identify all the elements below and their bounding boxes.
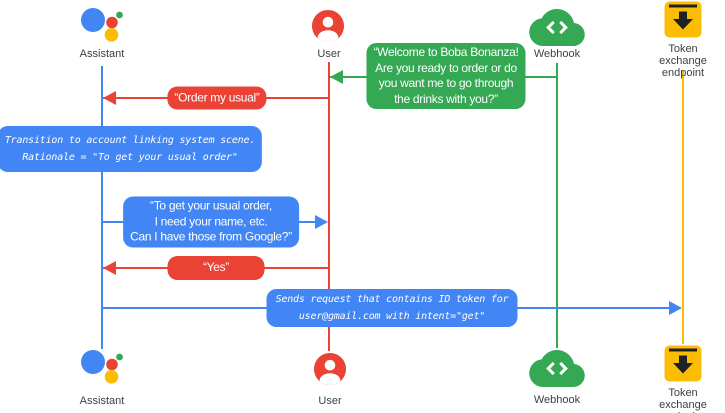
transition-note-box: Transition to account linking system sce…	[0, 126, 263, 172]
token-endpoint-lifeline	[682, 70, 684, 344]
welcome-arrowhead	[330, 70, 343, 84]
order-arrowhead	[103, 91, 116, 105]
user-icon-bottom	[313, 352, 347, 386]
user-label-bottom: User	[318, 395, 342, 407]
webhook-cloud-icon-top	[529, 8, 585, 46]
token-endpoint-icon-bottom	[664, 345, 702, 382]
webhook-lifeline	[556, 63, 558, 348]
yes-speech-bubble: “Yes”	[167, 256, 265, 280]
token-endpoint-icon-top	[664, 1, 702, 38]
token-endpoint-label-top: Token exchange endpoint	[659, 43, 707, 79]
assistant-icon-top	[80, 8, 124, 42]
webhook-cloud-icon-bottom	[529, 350, 585, 387]
sends-request-arrowhead	[669, 301, 682, 315]
webhook-label-bottom: Webhook	[533, 394, 581, 406]
webhook-label-top: Webhook	[533, 48, 581, 60]
assistant-label-bottom: Assistant	[79, 395, 125, 407]
welcome-speech-bubble: “Welcome to Boba Bonanza! Are you ready …	[366, 43, 526, 109]
sends-request-note-box: Sends request that contains ID token for…	[266, 289, 518, 327]
assistant-icon-bottom	[80, 350, 124, 384]
assistant-lifeline	[101, 66, 103, 349]
order-speech-bubble: “Order my usual”	[167, 86, 267, 110]
ask-arrowhead	[315, 215, 328, 229]
yes-arrowhead	[103, 261, 116, 275]
ask-speech-bubble: “To get your usual order, I need your na…	[123, 196, 299, 248]
assistant-label-top: Assistant	[79, 48, 125, 60]
user-label-top: User	[317, 48, 341, 60]
token-endpoint-label-bottom: Token exchange endpoint	[659, 387, 707, 413]
user-icon-top	[311, 9, 345, 43]
user-lifeline	[328, 62, 330, 351]
